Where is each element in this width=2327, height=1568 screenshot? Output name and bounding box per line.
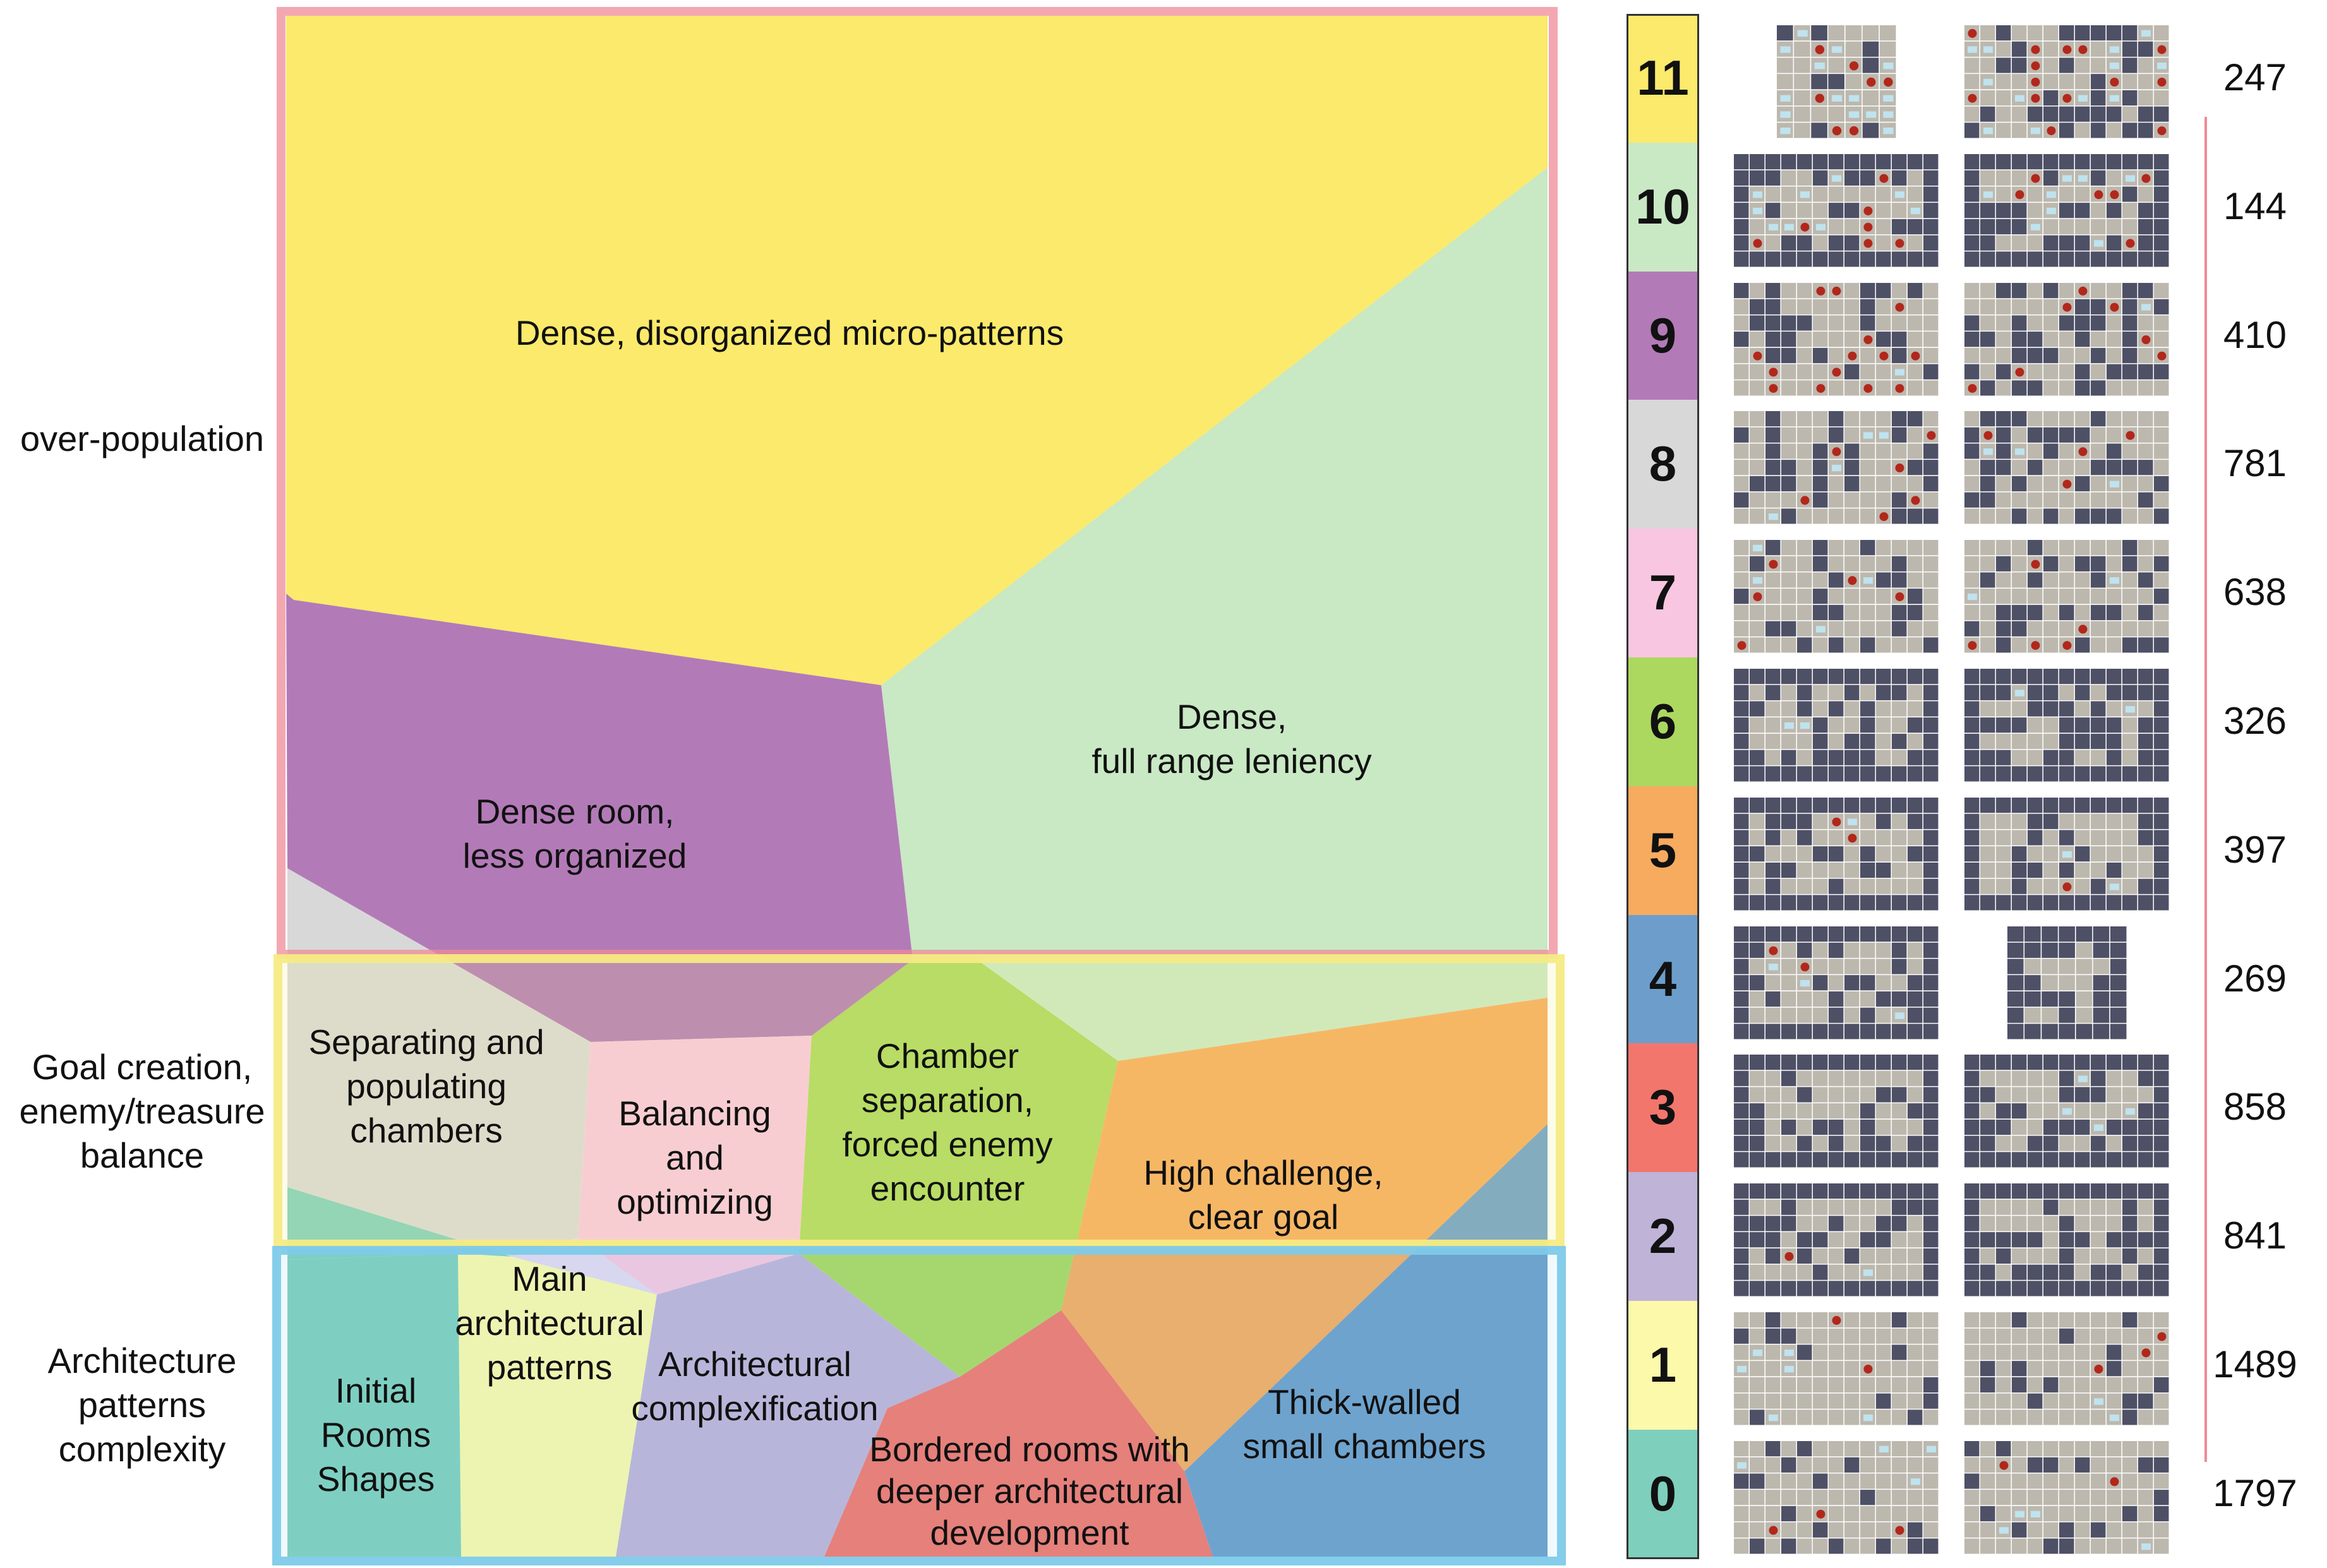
region-11 bbox=[286, 16, 1548, 685]
cluster-number-6: 6 bbox=[1649, 693, 1677, 749]
legend-cell-6 bbox=[1626, 657, 1699, 787]
band-label-goal: Goal creation, enemy/treasure balance bbox=[19, 1047, 265, 1175]
legend-cell-10 bbox=[1626, 142, 1699, 272]
band-label-architecture: Architecture patterns complexity bbox=[47, 1341, 237, 1469]
region-1 bbox=[458, 1254, 657, 1557]
band-goal-creation bbox=[274, 954, 1565, 1248]
dungeon-tile-5-2 bbox=[1964, 797, 2169, 911]
cluster-number-1: 1 bbox=[1649, 1336, 1677, 1392]
cluster-count-6: 326 bbox=[2223, 699, 2287, 742]
dungeon-tile-9-1 bbox=[1734, 282, 1939, 396]
cluster-count-11: 247 bbox=[2223, 56, 2287, 99]
cluster-number-10: 10 bbox=[1635, 178, 1690, 234]
cluster-count-7: 638 bbox=[2223, 571, 2287, 614]
dungeon-tile-8-1 bbox=[1734, 411, 1939, 524]
legend-cell-7 bbox=[1626, 529, 1699, 658]
legend-cell-4 bbox=[1626, 914, 1699, 1044]
legend-cell-3 bbox=[1626, 1043, 1699, 1173]
dungeon-tile-10-1 bbox=[1734, 153, 1939, 267]
cluster-number-3: 3 bbox=[1649, 1079, 1677, 1135]
cluster-count-4: 269 bbox=[2223, 957, 2287, 1000]
legend-cell-9 bbox=[1626, 271, 1699, 401]
dungeon-tile-7-2 bbox=[1964, 540, 2169, 653]
cluster-number-2: 2 bbox=[1649, 1208, 1677, 1264]
cluster-count-5: 397 bbox=[2223, 828, 2287, 871]
dungeon-tile-10-2 bbox=[1964, 153, 2169, 267]
region-label-2: Architectural complexification bbox=[631, 1344, 879, 1428]
dungeon-tile-1-1 bbox=[1734, 1312, 1939, 1425]
region-3 bbox=[824, 1310, 1213, 1557]
cluster-count-8: 781 bbox=[2223, 442, 2287, 485]
region-label-7: Balancing and optimizing bbox=[616, 1094, 773, 1221]
region-8 bbox=[287, 868, 591, 1257]
dungeon-tile-4-2 bbox=[2007, 926, 2127, 1039]
dungeon-tile-2-2 bbox=[1964, 1183, 2169, 1296]
map-regions bbox=[286, 16, 1548, 1557]
dungeon-tile-9-2 bbox=[1964, 282, 2169, 396]
cluster-number-0: 0 bbox=[1649, 1465, 1677, 1521]
band-architecture bbox=[272, 1246, 1566, 1565]
legend-cell-0 bbox=[1626, 1429, 1699, 1559]
cluster-count-0: 1797 bbox=[2213, 1471, 2297, 1514]
region-label-1: Main architectural patterns bbox=[455, 1259, 644, 1387]
cluster-count-9: 410 bbox=[2223, 313, 2287, 356]
dungeon-tile-0-1 bbox=[1734, 1440, 1939, 1554]
region-10 bbox=[881, 167, 1548, 1061]
region-label-9: Dense room, less organized bbox=[462, 792, 687, 875]
dungeon-tile-6-2 bbox=[1964, 669, 2169, 782]
dungeon-tile-6-1 bbox=[1734, 669, 1939, 782]
cluster-number-11: 11 bbox=[1637, 49, 1689, 105]
cluster-count-3: 858 bbox=[2223, 1086, 2287, 1128]
dungeon-tile-4-1 bbox=[1734, 926, 1939, 1039]
region-9 bbox=[286, 594, 913, 1042]
region-4 bbox=[1184, 1124, 1548, 1557]
region-label-6: Chamber separation, forced enemy encount… bbox=[842, 1036, 1053, 1208]
cluster-number-5: 5 bbox=[1649, 822, 1677, 878]
region-6 bbox=[799, 957, 1118, 1377]
dungeon-tile-8-2 bbox=[1964, 411, 2169, 524]
region-label-0: Initial Rooms Shapes bbox=[316, 1371, 435, 1499]
dungeon-tile-11-1 bbox=[1777, 25, 1896, 138]
band-label-overpopulation: over-population bbox=[20, 419, 265, 458]
region-label-5: High challenge, clear goal bbox=[1143, 1153, 1383, 1236]
region-label-10: Dense, full range leniency bbox=[1091, 697, 1372, 781]
cluster-count-1: 1489 bbox=[2213, 1343, 2297, 1385]
region-5 bbox=[1061, 998, 1548, 1471]
dungeon-tile-5-1 bbox=[1734, 797, 1939, 911]
region-label-11: Dense, disorganized micro-patterns bbox=[515, 313, 1064, 352]
dungeon-tile-7-1 bbox=[1734, 540, 1939, 653]
band-overlays bbox=[272, 7, 1566, 1565]
dungeon-tile-2-1 bbox=[1734, 1183, 1939, 1296]
dungeon-tile-0-2 bbox=[1964, 1440, 2169, 1554]
dungeon-tile-3-1 bbox=[1734, 1055, 1939, 1168]
legend-cell-11 bbox=[1626, 14, 1699, 143]
cluster-count-2: 841 bbox=[2223, 1214, 2287, 1257]
legend-cell-5 bbox=[1626, 786, 1699, 916]
legend-cell-8 bbox=[1626, 400, 1699, 530]
cluster-count-10: 144 bbox=[2223, 184, 2287, 227]
dungeon-tile-3-2 bbox=[1964, 1055, 2169, 1168]
dungeon-tile-1-2 bbox=[1964, 1312, 2169, 1425]
region-0 bbox=[287, 1254, 461, 1557]
region-label-3: Bordered rooms with deeper architectural… bbox=[869, 1430, 1190, 1552]
region-label-4: Thick-walled small chambers bbox=[1242, 1382, 1486, 1466]
region-label-8: Separating and populating chambers bbox=[308, 1022, 544, 1150]
legend-cell-1 bbox=[1626, 1301, 1699, 1430]
legend-cell-2 bbox=[1626, 1172, 1699, 1302]
cluster-number-7: 7 bbox=[1649, 565, 1677, 621]
cluster-number-9: 9 bbox=[1649, 307, 1677, 363]
region-7 bbox=[578, 1036, 812, 1295]
cluster-number-4: 4 bbox=[1649, 950, 1677, 1007]
cluster-number-8: 8 bbox=[1649, 436, 1677, 492]
dungeon-tile-11-2 bbox=[1964, 25, 2169, 138]
region-2 bbox=[616, 1254, 960, 1557]
